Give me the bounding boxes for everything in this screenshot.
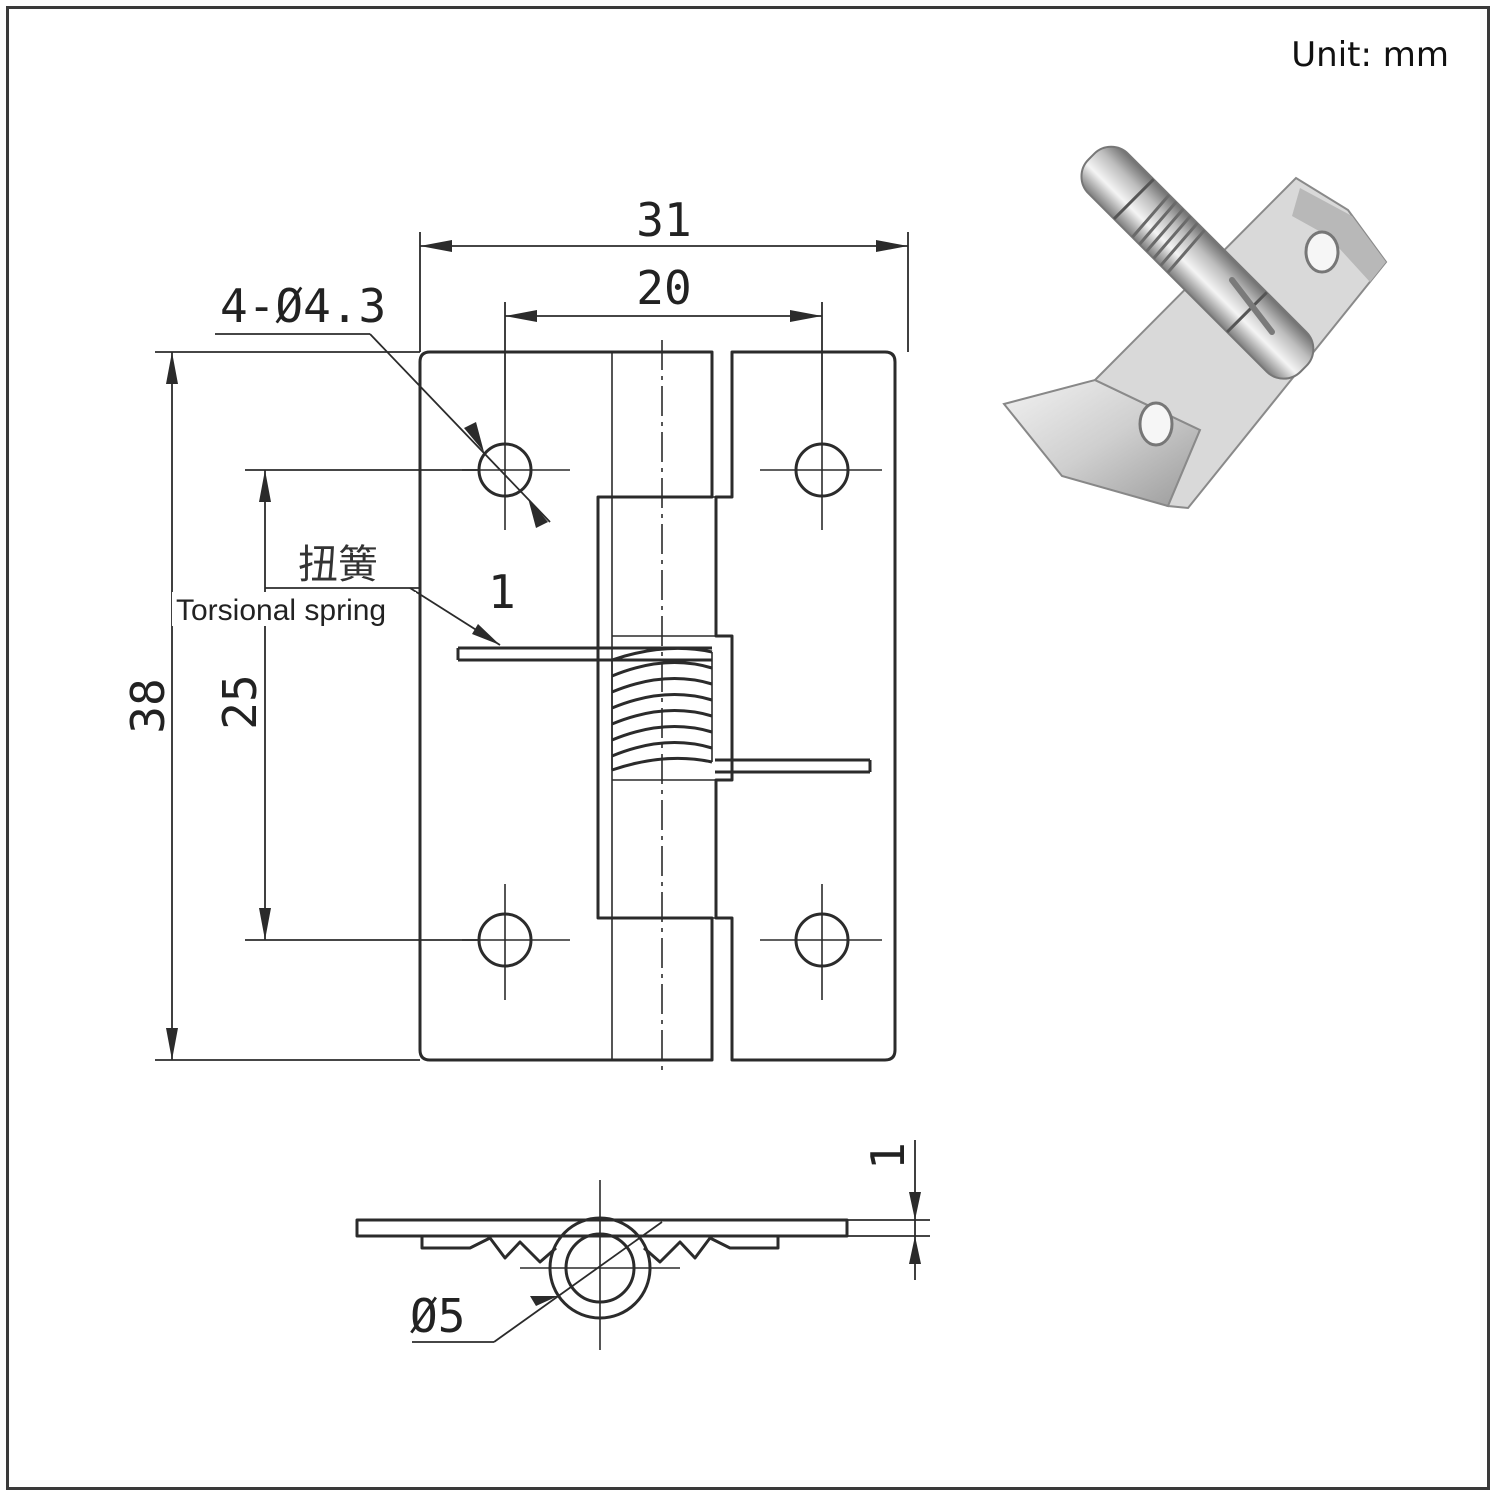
dim-overall-width: 31 — [419, 193, 909, 352]
dim-overall-height: 38 — [121, 351, 420, 1061]
spring-leg-right — [643, 1236, 780, 1264]
hinge-side-view: 1 Ø5 — [355, 1140, 930, 1350]
photo-hole-upper — [1304, 230, 1340, 274]
hole-bottom-right — [760, 884, 882, 1000]
spring-callout: 扭簧 1 Torsional spring — [172, 542, 516, 646]
right-leaf-outline — [714, 350, 897, 1062]
photo-spring-leg — [1229, 277, 1275, 335]
photo-leaf-edge — [1292, 188, 1386, 282]
dim-label-thickness: 1 — [861, 1142, 915, 1170]
spring-label-english: Torsional spring — [176, 594, 386, 627]
dim-hole-spacing-vertical: 25 — [213, 469, 480, 941]
spring-label-chinese: 扭簧 — [298, 542, 378, 588]
photo-barrel — [1080, 145, 1315, 380]
left-leaf-outline — [418, 350, 714, 1062]
side-plate — [355, 1218, 849, 1238]
spring-coils — [611, 646, 713, 772]
hole-bottom-left — [462, 884, 570, 1000]
dim-hole-callout: 4-Ø4.3 — [215, 279, 551, 528]
dim-label-31: 31 — [636, 193, 691, 247]
spring-arm-right — [715, 758, 872, 774]
hinge-product-photo — [1002, 145, 1388, 510]
spring-leg-left — [420, 1236, 557, 1264]
dim-hole-spacing-horizontal: 20 — [504, 261, 823, 410]
dim-label-38: 38 — [121, 678, 175, 733]
torsion-spring — [456, 646, 872, 774]
dim-label-25: 25 — [213, 674, 267, 729]
photo-hole-lower — [1138, 401, 1174, 447]
spring-wire-dim: 1 — [488, 565, 516, 619]
hole-top-right — [760, 410, 882, 530]
spring-label-backdrop — [172, 592, 416, 626]
dim-label-20: 20 — [636, 261, 691, 315]
dim-label-diameter: Ø5 — [410, 1289, 465, 1343]
dim-label-holes: 4-Ø4.3 — [220, 279, 386, 333]
unit-label: Unit: mm — [1291, 35, 1449, 75]
